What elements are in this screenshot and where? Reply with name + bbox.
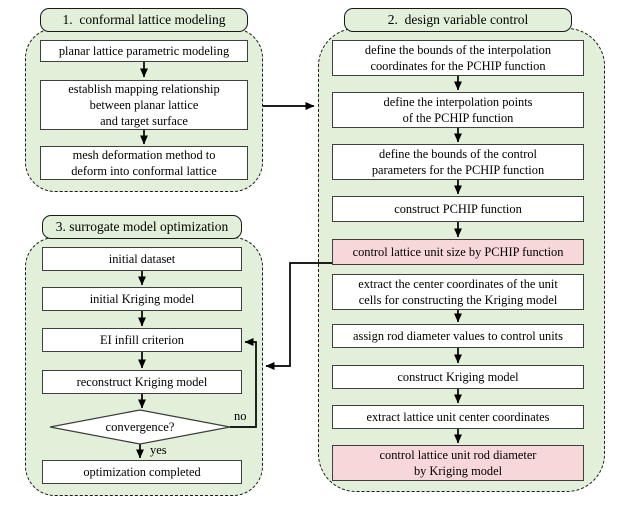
step-optimization-completed: optimization completed [42, 460, 242, 484]
decision-convergence-label: convergence? [105, 419, 175, 434]
step-planar-lattice-parametric-modeling: planar lattice parametric modeling [40, 40, 248, 62]
label-yes: yes [150, 443, 167, 457]
step-control-lattice-unit-size: control lattice unit size by PCHIP funct… [332, 239, 584, 265]
label-no: no [234, 409, 247, 423]
step-initial-kriging-model: initial Kriging model [42, 287, 242, 311]
section-3-title: 3. surrogate model optimization [42, 215, 242, 239]
step-control-lattice-unit-rod-diameter: control lattice unit rod diameter by Kri… [332, 445, 584, 481]
step-assign-rod-diameter-values: assign rod diameter values to control un… [332, 324, 584, 348]
step-reconstruct-kriging-model: reconstruct Kriging model [42, 370, 242, 394]
section-1-title: 1. conformal lattice modeling [40, 8, 248, 32]
step-extract-lattice-unit-center-coordinates: extract lattice unit center coordinates [332, 405, 584, 429]
section-2-title: 2. design variable control [344, 8, 572, 32]
section-3-container [25, 237, 263, 496]
step-initial-dataset: initial dataset [42, 247, 242, 271]
step-define-bounds-control-parameters: define the bounds of the control paramet… [332, 144, 584, 180]
step-establish-mapping-relationship: establish mapping relationship between p… [40, 80, 248, 130]
step-ei-infill-criterion: EI infill criterion [42, 328, 242, 352]
step-mesh-deformation-method: mesh deformation method to deform into c… [40, 146, 248, 180]
step-construct-pchip-function: construct PCHIP function [332, 196, 584, 222]
step-define-interpolation-points: define the interpolation points of the P… [332, 92, 584, 128]
step-define-bounds-interpolation-coordinates: define the bounds of the interpolation c… [332, 40, 584, 76]
step-construct-kriging-model: construct Kriging model [332, 365, 584, 389]
step-extract-center-coordinates-unit-cells: extract the center coordinates of the un… [332, 274, 584, 310]
